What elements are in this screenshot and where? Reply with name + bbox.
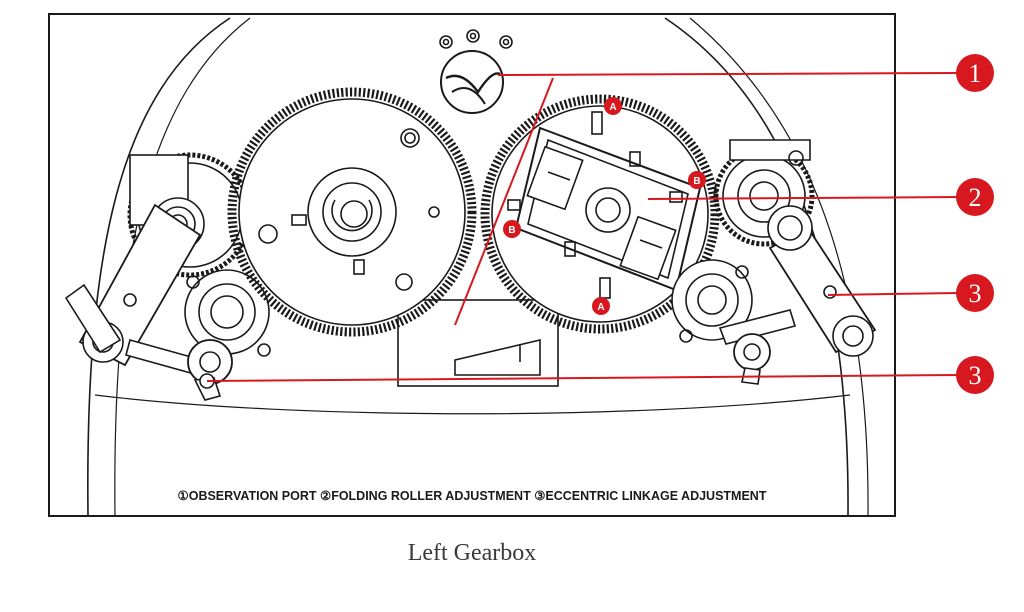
- marker-a-bottom: A: [592, 297, 610, 315]
- diagram-legend: ①OBSERVATION PORT ②FOLDING ROLLER ADJUST…: [178, 489, 767, 503]
- svg-text:3: 3: [969, 361, 982, 390]
- figure-caption: Left Gearbox: [407, 540, 537, 566]
- housing-outline-left: [87, 17, 231, 515]
- svg-text:A: A: [597, 302, 604, 313]
- leader-line-3b: [206, 374, 959, 382]
- callout-badge-2: 2: [956, 178, 994, 216]
- left-eccentric-linkage: [64, 203, 233, 401]
- callout-badge-1: 1: [956, 54, 994, 92]
- marker-a-top: A: [604, 97, 622, 115]
- left-main-gear: [227, 87, 477, 337]
- leader-line-2: [647, 196, 959, 200]
- svg-text:3: 3: [969, 279, 982, 308]
- bottom-arc: [94, 394, 851, 415]
- leader-line-3a: [827, 292, 959, 296]
- leader-line-1-diagonal: [454, 77, 554, 326]
- observation-port: [439, 29, 513, 114]
- folding-roller-adjustment-plate: [507, 111, 702, 299]
- svg-text:B: B: [508, 225, 515, 236]
- svg-text:A: A: [609, 102, 616, 113]
- marker-b-left: B: [503, 220, 521, 238]
- left-roller-hub: [184, 269, 271, 357]
- svg-text:2: 2: [969, 183, 982, 212]
- right-roller-hub: [671, 259, 753, 343]
- callout-badge-3a: 3: [956, 274, 994, 312]
- svg-text:B: B: [693, 176, 700, 187]
- svg-text:1: 1: [969, 59, 982, 88]
- housing-outline-right-inner: [689, 17, 869, 515]
- callout-badge-3b: 3: [956, 356, 994, 394]
- leader-line-1: [497, 72, 959, 76]
- marker-b-right: B: [688, 171, 706, 189]
